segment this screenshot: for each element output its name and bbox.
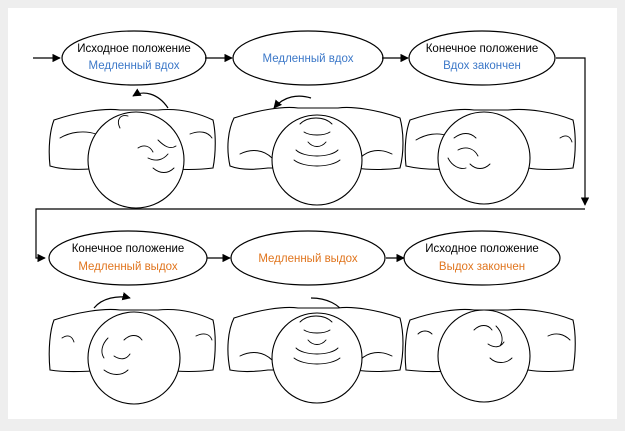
stage-ellipse xyxy=(408,30,556,86)
rotation-arrow xyxy=(132,88,169,109)
head xyxy=(437,309,531,403)
face-details xyxy=(101,335,143,375)
stage-subtitle: Медленный выдох xyxy=(78,261,178,273)
flow-connectors xyxy=(33,53,590,263)
diagram-canvas: Исходное положение Медленный вдох Медлен… xyxy=(8,8,617,419)
head xyxy=(271,114,363,206)
stage-5: Медленный выдох xyxy=(230,230,386,286)
rotation-arrow xyxy=(93,292,131,309)
stage-subtitle: Медленный вдох xyxy=(263,53,354,65)
stage-ellipse xyxy=(232,30,384,86)
stage-6: Исходное положение Выдох закончен xyxy=(403,230,561,286)
shoulder-lines xyxy=(61,333,213,343)
shoulder-lines xyxy=(417,330,571,341)
stage-ellipse xyxy=(61,30,207,86)
illustration-2 xyxy=(227,95,404,206)
face-details xyxy=(293,117,341,167)
illustration-5 xyxy=(227,297,404,404)
stage-ellipse xyxy=(230,230,386,286)
head xyxy=(271,312,363,404)
arrow-row-wrap xyxy=(35,208,585,263)
stage-subtitle: Выдох закончен xyxy=(439,261,525,273)
stage-title: Конечное положение xyxy=(72,243,185,255)
shoulder-lines xyxy=(59,131,213,139)
face-details xyxy=(473,325,513,363)
stage-4: Конечное положение Медленный выдох xyxy=(48,230,208,286)
stage-subtitle: Вдох закончен xyxy=(443,60,521,72)
illustration-1 xyxy=(48,88,216,209)
face-details xyxy=(447,133,491,169)
arrow-row-down-right xyxy=(556,57,590,206)
stage-title: Конечное положение xyxy=(426,43,539,55)
illustration-3 xyxy=(404,108,576,205)
stage-3: Конечное положение Вдох закончен xyxy=(408,30,556,86)
head xyxy=(437,111,531,205)
stage-title: Исходное положение xyxy=(77,43,191,55)
stage-title: Исходное положение xyxy=(425,243,539,255)
illustration-6 xyxy=(404,308,576,403)
head xyxy=(87,311,181,405)
breathing-cycle-diagram: Исходное положение Медленный вдох Медлен… xyxy=(33,30,590,405)
illustration-4 xyxy=(48,292,216,405)
face-details xyxy=(117,115,177,173)
stage-subtitle: Медленный выдох xyxy=(258,253,358,265)
stage-ellipse xyxy=(403,230,561,286)
face-details xyxy=(293,315,341,365)
stage-ellipse xyxy=(48,230,208,286)
stage-1: Исходное положение Медленный вдох xyxy=(61,30,207,86)
head xyxy=(87,111,185,209)
stage-2: Медленный вдох xyxy=(232,30,384,86)
rotation-arrow xyxy=(273,95,312,109)
stage-subtitle: Медленный вдох xyxy=(89,60,180,72)
